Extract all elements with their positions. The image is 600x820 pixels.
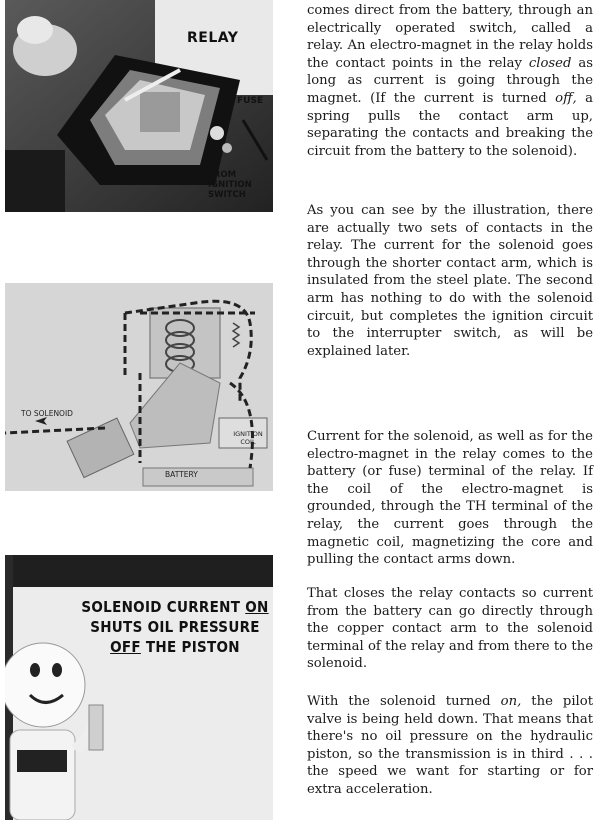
cartoon-caption-on: ON <box>245 598 269 616</box>
circuit-diagram: TO SOLENOID IGNITION COIL BATTERY <box>5 283 273 491</box>
cartoon-illustration: SOLENOID CURRENT ON SHUTS OIL PRESSURE O… <box>5 555 273 820</box>
relay-label: RELAY <box>187 30 239 46</box>
para-1-text-a: comes direct from the battery, through a… <box>307 3 593 71</box>
ignition-coil-label: IGNITION COIL <box>233 430 263 446</box>
para-1-text-e: a spring pulls the contact arm up, separ… <box>307 90 593 159</box>
cartoon-caption: SOLENOID CURRENT ON SHUTS OIL PRESSURE O… <box>77 597 273 657</box>
cartoon-caption-line-1: SOLENOID CURRENT ON <box>77 597 273 617</box>
battery-label: BATTERY <box>165 470 198 479</box>
circuit-diagram-drawing <box>5 283 273 491</box>
para-5-text-a: With the solenoid turned <box>307 694 501 709</box>
para-2-text: As you can see by the illustration, ther… <box>307 203 593 359</box>
paragraph-relay-intro: comes direct from the battery, through a… <box>307 2 593 160</box>
para-3-text: Current for the solenoid, as well as for… <box>307 429 593 568</box>
cartoon-drawing <box>5 555 273 820</box>
paragraph-contacts-close: That closes the relay contacts so curren… <box>307 585 593 673</box>
para-4-text: That closes the relay contacts so curren… <box>307 586 593 672</box>
cartoon-caption-off: OFF <box>110 638 141 656</box>
cartoon-caption-line-3-text: THE PISTON <box>140 638 240 656</box>
paragraph-two-contacts: As you can see by the illustration, ther… <box>307 202 593 360</box>
paragraph-current-path: Current for the solenoid, as well as for… <box>307 428 593 569</box>
fuse-label: FUSE <box>237 96 264 106</box>
to-solenoid-label: TO SOLENOID <box>21 409 73 418</box>
relay-photo: RELAY FUSE FROM IGNITION SWITCH <box>5 0 273 212</box>
relay-illustration <box>5 0 273 212</box>
para-1-text-c: as long as current is going through the … <box>307 55 593 106</box>
cartoon-caption-line-2: SHUTS OIL PRESSURE <box>90 618 260 636</box>
para-5-emph-on: on, <box>500 694 522 709</box>
cartoon-caption-line-3: OFF THE PISTON <box>77 637 273 657</box>
para-5-text-c: the pilot valve is being held down. That… <box>307 694 593 797</box>
paragraph-solenoid-on: With the solenoid turned on, the pilot v… <box>307 693 593 799</box>
para-1-emph-off: off, <box>555 90 577 106</box>
para-1-emph-closed: closed <box>528 55 572 71</box>
cartoon-caption-line-1-text: SOLENOID CURRENT <box>81 598 246 616</box>
from-ignition-switch-label: FROM IGNITION SWITCH <box>208 170 252 200</box>
